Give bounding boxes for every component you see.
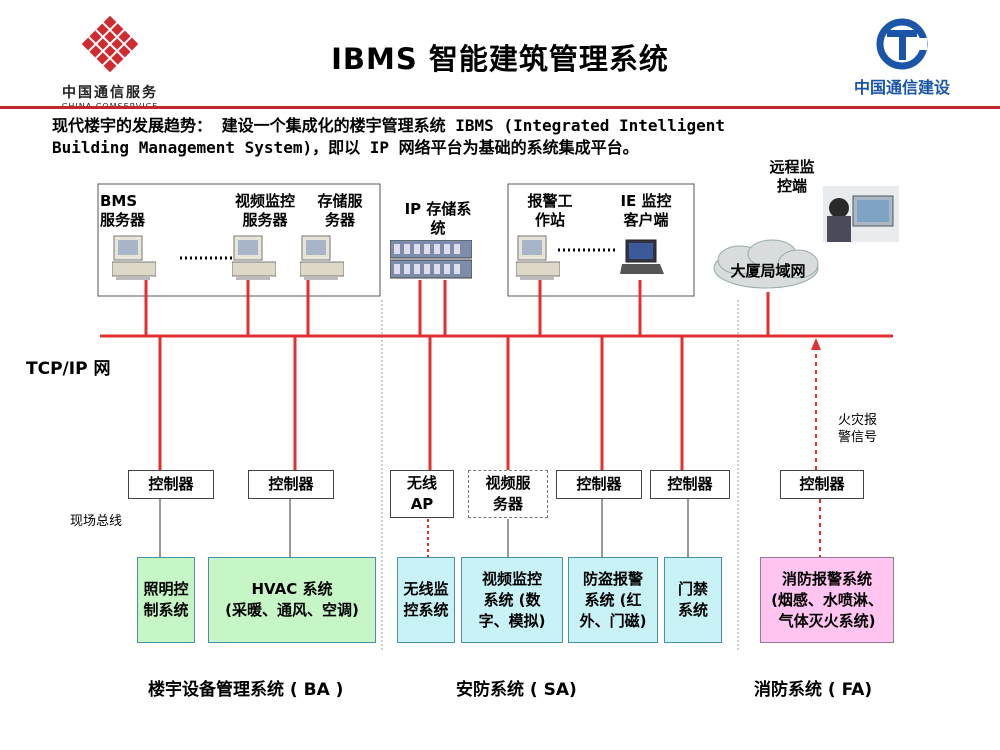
- comservice-name: 中国通信服务: [62, 85, 158, 101]
- video-service-box: 视频服 务器: [468, 470, 548, 518]
- hvac-subsystem-label: HVAC 系统 (采暖、通风、空调): [225, 580, 359, 619]
- controller-fire: 控制器: [780, 470, 864, 499]
- controller-intrusion: 控制器: [556, 470, 642, 499]
- fieldbus-label: 现场总线: [70, 514, 123, 529]
- footer-fa: 消防系统 ( FA): [754, 680, 873, 700]
- workstation-group-box: [507, 183, 695, 297]
- footer-sa: 安防系统 ( SA): [456, 680, 577, 700]
- alarm-workstation-computer-icon: [516, 235, 560, 280]
- remote-monitor-label: 远程监 控端: [769, 158, 815, 195]
- bms-server-computer-icon: [112, 235, 156, 280]
- storage-server-computer-icon: [300, 235, 344, 280]
- access-subsystem-label: 门禁 系统: [677, 580, 708, 619]
- access-subsystem: 门禁 系统: [664, 557, 722, 643]
- fire-signal-arrowhead: [811, 338, 821, 350]
- wireless-ap: 无线 AP: [390, 470, 454, 518]
- laptop-icon: [620, 239, 664, 274]
- storage-server-label: 存储服 务器: [317, 192, 363, 229]
- lan-label: 大厦局域网: [730, 262, 806, 280]
- fire-alarm-subsystem-label: 消防报警系统 (烟感、水喷淋、 气体灭火系统): [771, 569, 883, 630]
- lan-cloud-icon: [713, 239, 819, 289]
- wireless-monitor-subsystem-label: 无线监 控系统: [403, 580, 449, 619]
- hvac-subsystem: HVAC 系统 (采暖、通风、空调): [208, 557, 376, 643]
- page-title: IBMS 智能建筑管理系统: [331, 42, 669, 76]
- comservice-logo-icon: [81, 15, 139, 73]
- controller-lighting: 控制器: [128, 470, 214, 499]
- bms-server-label: BMS 服务器: [100, 192, 146, 229]
- remote-monitor-photo-icon: [823, 186, 899, 242]
- video-monitor-subsystem: 视频监控 系统 (数 字、模拟): [461, 557, 563, 643]
- footer-ba: 楼宇设备管理系统 ( BA ): [148, 680, 344, 700]
- alarm-station-label: 报警工 作站: [527, 192, 573, 229]
- ip-storage-rack-icon: [390, 240, 472, 279]
- china-telecom-construction-logo: 中国通信建设: [852, 18, 952, 100]
- server-group-box: [97, 183, 381, 297]
- intrusion-subsystem-label: 防盗报警 系统 (红 外、门磁): [579, 569, 647, 630]
- intro-line-1: 现代楼宇的发展趋势： 建设一个集成化的楼宇管理系统 IBMS (Integrat…: [52, 116, 725, 135]
- video-server-label: 视频监控 服务器: [234, 192, 295, 229]
- controller-access: 控制器: [650, 470, 730, 499]
- header-divider: [0, 106, 1000, 109]
- intro-text: 现代楼宇的发展趋势： 建设一个集成化的楼宇管理系统 IBMS (Integrat…: [52, 115, 932, 159]
- video-server-computer-icon: [232, 235, 276, 280]
- lighting-subsystem-label: 照明控 制系统: [143, 580, 189, 619]
- telecom-construction-logo-icon: [876, 18, 928, 70]
- ip-storage-label: IP 存储系 统: [404, 200, 472, 237]
- fire-signal-label: 火灾报 警信号: [838, 413, 878, 445]
- wireless-monitor-subsystem: 无线监 控系统: [397, 557, 455, 643]
- telecom-construction-name: 中国通信建设: [853, 78, 950, 97]
- intrusion-subsystem: 防盗报警 系统 (红 外、门磁): [568, 557, 658, 643]
- network-label: TCP/IP 网: [26, 359, 111, 379]
- ie-client-label: IE 监控 客户端: [620, 192, 672, 229]
- lighting-subsystem: 照明控 制系统: [137, 557, 195, 643]
- intro-line-2: Building Management System)，即以 IP 网络平台为基…: [52, 138, 639, 157]
- video-monitor-subsystem-label: 视频监控 系统 (数 字、模拟): [478, 569, 546, 630]
- fire-alarm-subsystem: 消防报警系统 (烟感、水喷淋、 气体灭火系统): [760, 557, 894, 643]
- controller-hvac: 控制器: [248, 470, 334, 499]
